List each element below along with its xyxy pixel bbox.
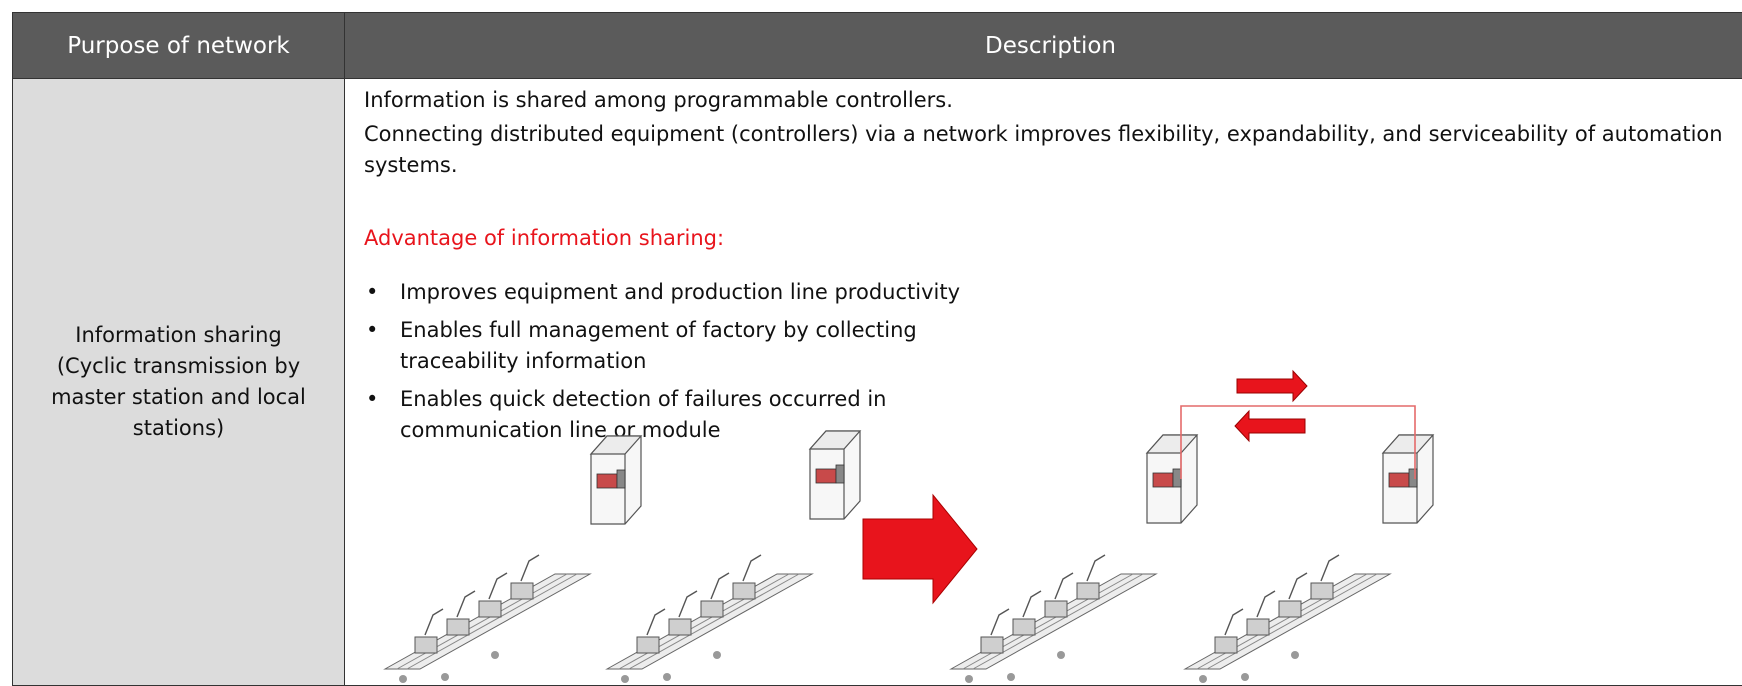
control-cabinet-icon (810, 431, 860, 519)
purpose-line: master station and local (21, 382, 336, 413)
purpose-line: Information sharing (21, 320, 336, 351)
table-row: Information sharing (Cyclic transmission… (13, 79, 1742, 686)
purpose-cell: Information sharing (Cyclic transmission… (13, 79, 345, 686)
production-line-icon (607, 555, 812, 683)
table-header-row: Purpose of network Description (13, 13, 1742, 79)
header-description: Description (345, 13, 1742, 79)
purpose-line: (Cyclic transmission by (21, 351, 336, 382)
control-cabinet-icon (591, 436, 641, 524)
production-line-icon (951, 555, 1156, 683)
control-cabinet-icon (1383, 435, 1433, 523)
description-cell: Information is shared among programmable… (345, 79, 1742, 686)
data-flow-arrow-icon (1237, 371, 1307, 401)
header-purpose: Purpose of network (13, 13, 345, 79)
purpose-line: stations) (21, 413, 336, 444)
network-link (1181, 406, 1415, 479)
control-cabinet-icon (1147, 435, 1197, 523)
transition-arrow-icon (863, 495, 977, 603)
network-illustration (345, 79, 1742, 685)
production-line-icon (1185, 555, 1390, 683)
data-flow-arrow-icon (1235, 411, 1305, 441)
network-purpose-table: Purpose of network Description Informati… (12, 12, 1742, 686)
production-line-icon (385, 555, 590, 683)
